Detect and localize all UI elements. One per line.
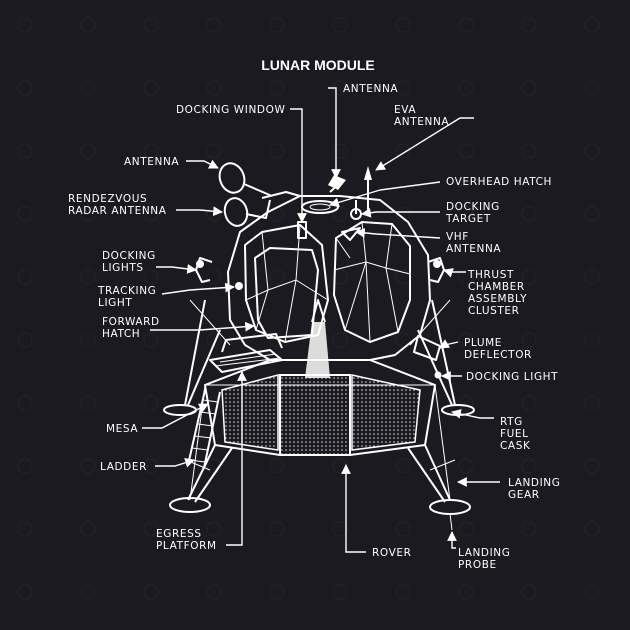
label-rendezvous-2: RADAR ANTENNA [68, 205, 167, 217]
background-pattern [17, 17, 600, 600]
label-rtg-1: RTG [500, 416, 523, 428]
label-landing-gear-2: GEAR [508, 489, 540, 501]
label-rtg-2: FUEL [500, 428, 529, 440]
label-plume-1: PLUME [464, 337, 502, 349]
label-tracking-2: LIGHT [98, 297, 132, 309]
label-thrust-2: CHAMBER [468, 281, 525, 293]
label-ladder: LADDER [100, 461, 147, 473]
egress-platform-drawing [209, 333, 283, 373]
lunar-module-illustration [163, 162, 475, 531]
label-docking-light: DOCKING LIGHT [466, 371, 558, 383]
label-rendezvous-1: RENDEZVOUS [68, 193, 147, 205]
label-egress-2: PLATFORM [156, 540, 217, 552]
label-rover: ROVER [372, 547, 412, 559]
label-egress-1: EGRESS [156, 528, 202, 540]
label-vhf-1: VHF [446, 231, 469, 243]
label-mesa: MESA [106, 423, 138, 435]
label-eva-antenna-2: ANTENNA [394, 116, 449, 128]
ascent-stage [195, 162, 445, 379]
label-thrust-1: THRUST [467, 269, 514, 281]
label-landing-probe-1: LANDING [458, 547, 511, 559]
label-thrust-3: ASSEMBLY [468, 293, 527, 305]
label-vhf-2: ANTENNA [446, 243, 501, 255]
diagram-title: LUNAR MODULE [261, 57, 375, 73]
label-thrust-4: CLUSTER [468, 305, 520, 317]
label-overhead-hatch: OVERHEAD HATCH [446, 176, 552, 188]
label-rtg-3: CASK [500, 440, 531, 452]
label-docking-window: DOCKING WINDOW [176, 104, 285, 116]
label-forward-hatch-1: FORWARD [102, 316, 160, 328]
label-landing-probe-2: PROBE [458, 559, 497, 571]
ladder-drawing [187, 389, 221, 469]
landing-gear-drawing [163, 299, 475, 531]
callout-labels: ANTENNA EVA ANTENNA DOCKING WINDOW ANTEN… [68, 83, 561, 571]
label-plume-2: DEFLECTOR [464, 349, 532, 361]
label-landing-gear-1: LANDING [508, 477, 561, 489]
label-eva-antenna-1: EVA [394, 104, 416, 116]
leader-lines [142, 87, 500, 553]
label-docking-target-1: DOCKING [446, 201, 500, 213]
label-forward-hatch-2: HATCH [102, 328, 140, 340]
label-antenna-left: ANTENNA [124, 156, 179, 168]
label-tracking-1: TRACKING [97, 285, 156, 297]
label-docking-lights-2: LIGHTS [102, 262, 144, 274]
label-docking-target-2: TARGET [445, 213, 491, 225]
label-antenna-top: ANTENNA [343, 83, 398, 95]
label-docking-lights-1: DOCKING [102, 250, 156, 262]
